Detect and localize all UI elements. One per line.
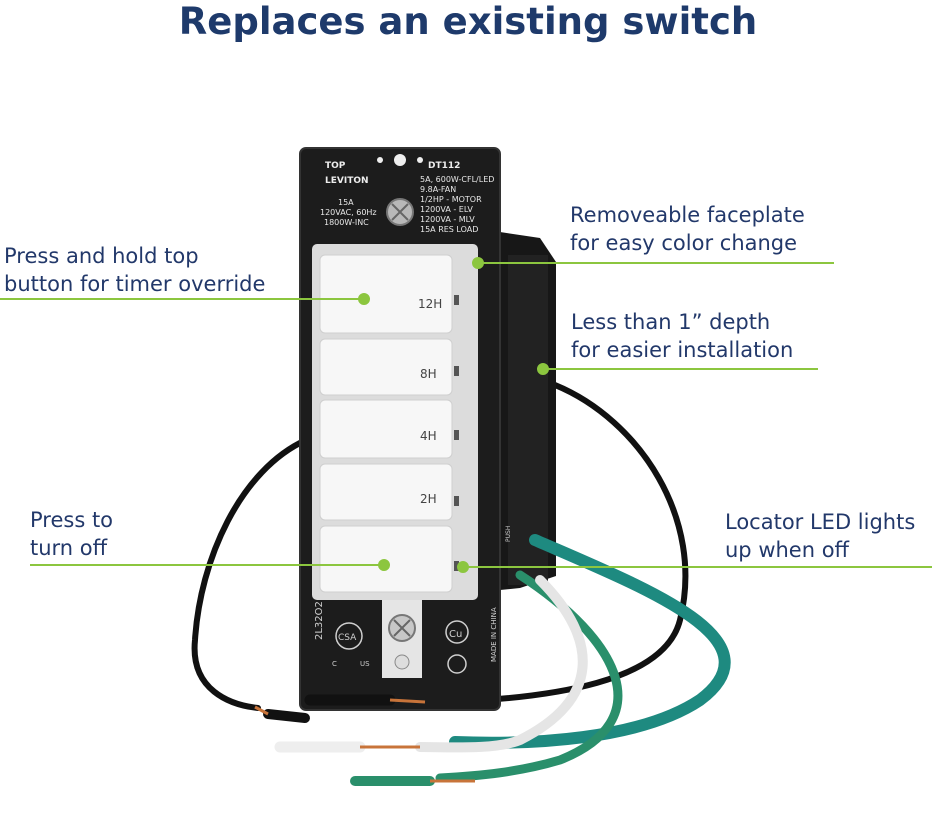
rating-right-5: 1200VA - MLV	[420, 215, 475, 224]
green-wire-lead	[449, 534, 731, 749]
made-in-mark: MADE IN CHINA	[490, 607, 498, 662]
timer-button-12h[interactable]: 12H	[319, 254, 453, 334]
callout-faceplate-line-2: for easy color change	[570, 231, 798, 255]
button-label-4h: 4H	[420, 429, 437, 443]
cert-sub-c: C	[332, 660, 337, 668]
callout-faceplate: Removeable faceplate for easy color chan…	[570, 201, 805, 257]
button-label-8h: 8H	[420, 367, 437, 381]
rating-right-6: 15A RES LOAD	[420, 225, 478, 234]
white-wire-lead	[415, 575, 588, 753]
cert-sub-us: US	[360, 660, 370, 668]
back-box-face	[508, 255, 548, 585]
callout-depth: Less than 1” depth for easier installati…	[571, 308, 793, 364]
led-2h	[454, 496, 459, 506]
timer-button-4h[interactable]: 4H	[319, 399, 453, 459]
brand-mark: LEVITON	[325, 176, 369, 186]
button-label-12h: 12H	[418, 297, 442, 311]
rating-left-2: 120VAC, 60Hz	[320, 208, 377, 217]
led-12h	[454, 295, 459, 305]
side-code: 2L32O2	[314, 601, 325, 640]
black-wire-left	[191, 437, 309, 711]
rating-right-4: 1200VA - ELV	[420, 205, 473, 214]
callout-locator: Locator LED lights up when off	[725, 508, 915, 564]
callout-faceplate-line-1: Removeable faceplate	[570, 203, 805, 227]
headline: Replaces an existing switch	[178, 0, 758, 43]
timer-button-8h[interactable]: 8H	[319, 338, 453, 396]
leader-lines	[0, 257, 932, 573]
symbol-seal	[447, 654, 467, 674]
copper-strand-black-left	[254, 705, 269, 716]
button-label-2h: 2H	[420, 492, 437, 506]
callout-override: Press and hold top button for timer over…	[4, 242, 265, 298]
copper-strand-black-right	[389, 698, 426, 704]
callout-locator-line-1: Locator LED lights	[725, 510, 916, 534]
rating-left-3: 1800W-INC	[324, 218, 369, 227]
rating-right-3: 1/2HP - MOTOR	[420, 195, 482, 204]
rating-left-1: 15A	[338, 198, 354, 207]
led-8h	[454, 366, 459, 376]
off-button[interactable]	[319, 525, 453, 593]
callout-override-line-1: Press and hold top	[4, 244, 199, 268]
callout-locator-line-2: up when off	[725, 538, 850, 562]
black-wire-end-left	[263, 709, 310, 723]
push-mark: PUSH	[505, 526, 512, 542]
timer-button-2h[interactable]: 2H	[319, 463, 453, 521]
callout-turn-off-line-1: Press to	[30, 508, 114, 532]
callout-depth-line-2: for easier installation	[571, 338, 794, 362]
ground-wire-lead	[435, 570, 623, 783]
cu-seal	[445, 620, 469, 644]
top-mark: TOP	[325, 161, 346, 171]
cert-mark: CSA	[338, 633, 357, 643]
cu-mark: Cu	[449, 629, 462, 640]
callout-turn-off-line-2: turn off	[30, 536, 108, 560]
black-wire-right	[417, 382, 689, 706]
callout-override-line-2: button for timer override	[4, 272, 266, 296]
model-mark: DT112	[428, 161, 460, 171]
callout-turn-off: Press to turn off	[30, 506, 113, 562]
callout-depth-line-1: Less than 1” depth	[571, 310, 771, 334]
rating-right-2: 9.8A-FAN	[420, 185, 456, 194]
locator-led	[454, 561, 459, 571]
csa-seal	[335, 622, 363, 650]
led-4h	[454, 430, 459, 440]
rating-right-1: 5A, 600W-CFL/LED	[420, 175, 494, 184]
